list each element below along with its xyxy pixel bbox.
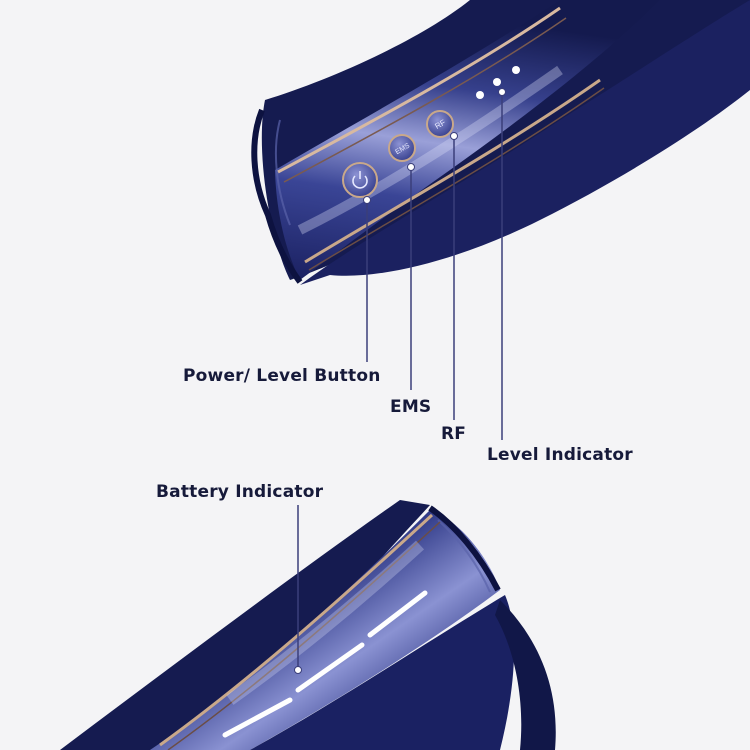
battery-indicator-bars bbox=[222, 590, 428, 738]
level-indicator-label: Level Indicator bbox=[487, 445, 633, 465]
battery-indicator-label: Battery Indicator bbox=[156, 482, 324, 502]
power-level-button[interactable] bbox=[342, 162, 378, 198]
level-indicator-leds bbox=[476, 66, 520, 99]
ems-label: EMS bbox=[390, 397, 432, 417]
device-head-top bbox=[251, 0, 750, 285]
leader-lines-top bbox=[366, 92, 503, 440]
leader-line-battery bbox=[294, 505, 302, 674]
power-icon bbox=[352, 171, 368, 189]
device-handle-bottom bbox=[60, 500, 556, 750]
ems-button[interactable]: EMS bbox=[388, 134, 416, 162]
rf-label: RF bbox=[441, 424, 467, 444]
power-level-button-label: Power/ Level Button bbox=[183, 366, 381, 386]
leader-dots-top bbox=[363, 88, 506, 204]
rf-button[interactable]: RF bbox=[426, 110, 454, 138]
